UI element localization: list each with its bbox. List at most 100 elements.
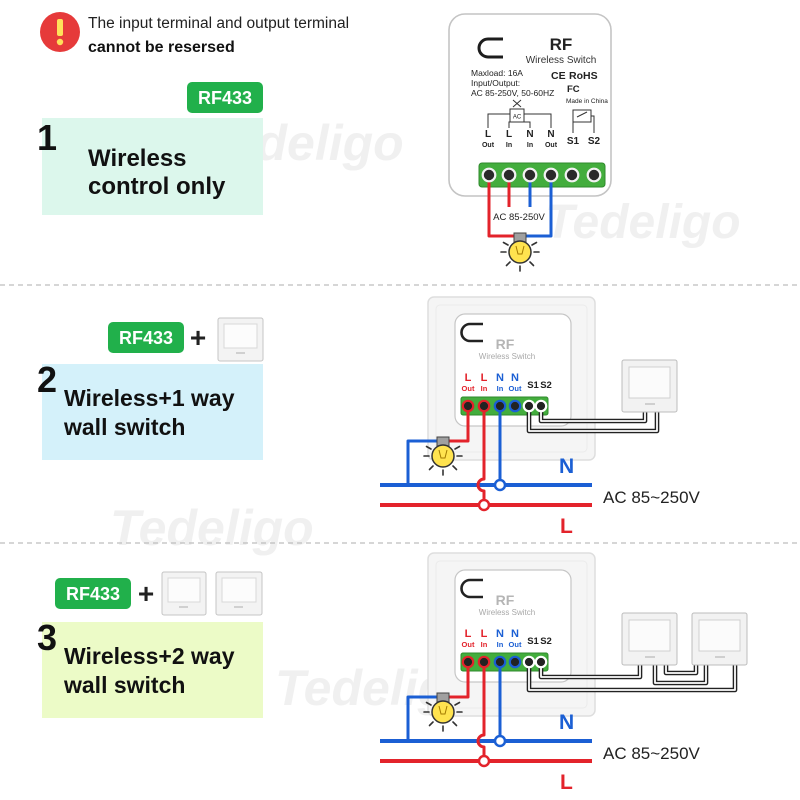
wall-switch [621, 612, 678, 666]
brand-logo-icon [460, 322, 483, 343]
svg-text:S1: S1 [527, 636, 539, 647]
origin-text: Made in China [566, 98, 608, 105]
ce-mark: CE [551, 70, 566, 82]
section-title-box [42, 118, 263, 215]
svg-text:Out: Out [545, 142, 558, 149]
svg-text:AC 85-250V: AC 85-250V [493, 212, 545, 223]
svg-text:N: N [547, 129, 554, 140]
plus-sign: + [138, 578, 154, 609]
watermark-text: Tedeligo [545, 196, 741, 249]
svg-text:N: N [496, 372, 504, 384]
section-3-power-wires [406, 666, 507, 768]
wall-switch [621, 359, 678, 413]
svg-text:In: In [481, 384, 488, 393]
terminal-screws [461, 399, 548, 413]
svg-text:S2: S2 [540, 380, 552, 391]
section-2-left: RF433 + 2 Wireless+1 way wall switch [37, 317, 264, 460]
section-title-box [42, 364, 263, 460]
traveller-wire [663, 665, 699, 676]
live-junction [477, 498, 491, 512]
svg-text:RF433: RF433 [66, 584, 120, 604]
svg-text:In: In [527, 142, 533, 149]
section-title-box [42, 622, 263, 718]
svg-text:In: In [481, 640, 488, 649]
switch-input-symbol [572, 109, 595, 133]
switch-wire-s2-core [540, 410, 646, 422]
section-2-diagram: RF Wireless Switch L Out L In N In N Out… [380, 296, 701, 538]
svg-text:L: L [485, 129, 491, 140]
module-brand: RF [550, 35, 573, 54]
section-title-line-2: wall switch [63, 414, 185, 440]
supply-label: AC 85-250V [491, 207, 547, 224]
light-bulb-icon [423, 436, 463, 476]
section-number: 2 [37, 359, 57, 400]
brand-logo-icon [460, 578, 483, 599]
svg-text:N: N [496, 628, 504, 640]
wall-switch [691, 612, 748, 666]
warning-line-2: cannot be resersed [88, 39, 235, 56]
rf433-badge: RF433 [108, 322, 184, 353]
svg-text:N: N [511, 372, 519, 384]
svg-text:N: N [511, 628, 519, 640]
svg-text:Out: Out [509, 384, 522, 393]
neutral-junction [493, 734, 507, 748]
terminal-labels: L Out L In N In N Out S1 S2 [482, 129, 601, 149]
switch-wire-s2-core [540, 665, 641, 678]
neutral-lamp-wire [406, 695, 437, 741]
section-title-line-2: wall switch [63, 672, 185, 698]
live-out-wire [487, 180, 514, 238]
rf433-badge: RF433 [55, 578, 131, 609]
io-value-text: AC 85-250V, 50-60HZ [471, 88, 554, 98]
section-3-left: RF433 + 3 Wireless+2 way wall switch [37, 571, 263, 718]
rf433-badge: RF433 [187, 82, 263, 113]
wall-switch-icon [217, 317, 264, 362]
supply-voltage-label: AC 85~250V [603, 488, 701, 507]
svg-text:Out: Out [509, 640, 522, 649]
neutral-out-wire [526, 180, 553, 238]
section-3-switch-wires [526, 665, 738, 693]
live-label: L [560, 515, 573, 538]
svg-text:S1: S1 [567, 136, 580, 147]
terminal-screws [461, 655, 548, 669]
rohs-mark: RoHS [569, 70, 598, 82]
section-1-wires [487, 180, 553, 238]
warning-notice: The input terminal and output terminal c… [40, 12, 349, 56]
traveller-wire-core [665, 665, 697, 674]
live-in-wire [476, 410, 486, 505]
svg-text:L: L [481, 628, 488, 640]
svg-text:Out: Out [462, 384, 475, 393]
section-number: 3 [37, 617, 57, 658]
section-2-wires [406, 410, 660, 512]
svg-text:L: L [506, 129, 512, 140]
neutral-junction [493, 478, 507, 492]
exclamation-icon [40, 12, 80, 52]
wall-switch-icon [215, 571, 263, 616]
live-label: L [560, 771, 573, 794]
terminal-labels: L Out L In N In N Out S1 S2 [462, 628, 552, 649]
maxload-text: Maxload: 16A [471, 68, 523, 78]
section-number: 1 [37, 117, 57, 158]
section-title-line-1: Wireless [88, 145, 187, 172]
svg-text:L: L [465, 372, 472, 384]
svg-text:N: N [526, 129, 533, 140]
traveller-wire-core [654, 665, 707, 684]
light-bulb-icon [423, 692, 463, 732]
svg-text:In: In [506, 142, 512, 149]
svg-text:S1: S1 [527, 380, 539, 391]
section-title-line-1: Wireless+2 way [64, 643, 235, 669]
light-bulb-icon [500, 232, 540, 272]
watermark-text: Tedeligo [110, 500, 314, 556]
section-title-line-1: Wireless+1 way [64, 385, 235, 411]
section-3-diagram: RF Wireless Switch L Out L In N In N Out… [380, 552, 748, 794]
switch-wire-s1-core [528, 410, 658, 432]
svg-text:RF433: RF433 [119, 328, 173, 348]
svg-text:S2: S2 [588, 136, 601, 147]
svg-text:In: In [497, 384, 504, 393]
module-subtitle: Wireless Switch [479, 608, 535, 617]
terminal-block [478, 162, 606, 188]
module-subtitle: Wireless Switch [479, 352, 535, 361]
terminal-labels: L Out L In N In N Out S1 S2 [462, 372, 552, 393]
supply-voltage-label: AC 85~250V [603, 744, 701, 763]
module-brand: RF [496, 336, 515, 352]
